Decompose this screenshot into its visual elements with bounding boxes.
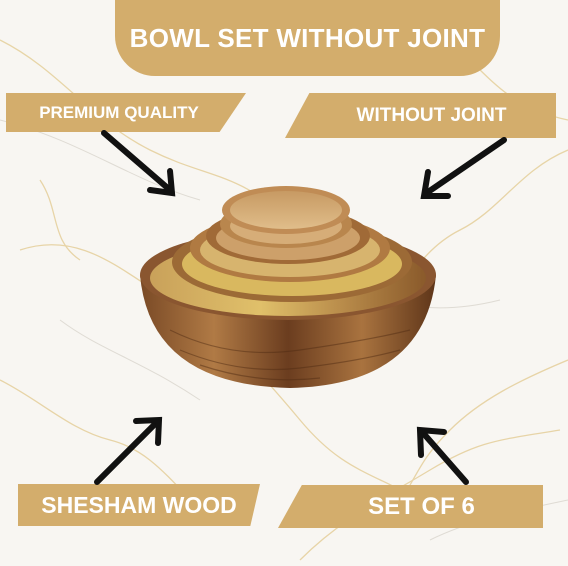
label-text: SHESHAM WOOD (41, 491, 237, 518)
label-text: PREMIUM QUALITY (39, 102, 199, 122)
label-set-of-6: SET OF 6 (278, 485, 543, 528)
label-text: WITHOUT JOINT (356, 104, 507, 126)
arrow-down-left-icon (420, 137, 507, 199)
label-without-joint: WITHOUT JOINT (285, 93, 556, 138)
title-banner: BOWL SET WITHOUT JOINT (115, 0, 500, 76)
label-text: SET OF 6 (368, 492, 475, 520)
page-title: BOWL SET WITHOUT JOINT (129, 22, 486, 53)
arrow-up-left-icon (416, 426, 469, 485)
arrow-up-right-icon (94, 416, 163, 485)
arrow-down-right-icon (101, 130, 176, 197)
label-shesham-wood: SHESHAM WOOD (18, 484, 260, 526)
label-premium-quality: PREMIUM QUALITY (6, 93, 246, 132)
